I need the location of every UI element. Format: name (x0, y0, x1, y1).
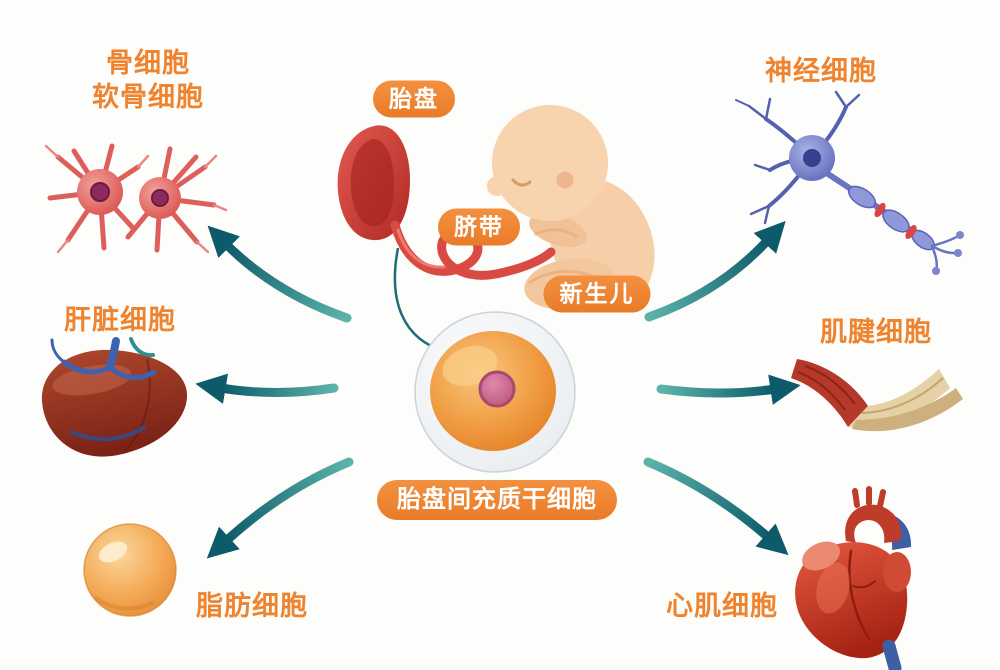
fat-label: 脂肪细胞 (196, 591, 308, 621)
umbilical-cord-badge: 脐带 (438, 208, 520, 246)
stem-cell-illustration (414, 311, 576, 473)
tendon-label: 肌腱细胞 (820, 317, 932, 347)
fetus-eye (511, 178, 532, 187)
liver-label: 肝脏细胞 (64, 305, 176, 335)
liver-illustration (41, 337, 188, 457)
bone-cells-label: 骨细胞 软骨细胞 (92, 46, 204, 114)
bone-cells-label-line1: 骨细胞 (106, 48, 190, 78)
fat-cell-illustration (83, 523, 177, 617)
cardiac-label: 心肌细胞 (666, 591, 778, 621)
arrow-to-heart (643, 457, 789, 556)
arrow-to-nerve (644, 220, 786, 322)
neuron-illustration (735, 90, 964, 275)
bone-cells-illustration (44, 143, 228, 254)
arrow-to-tendon (656, 374, 801, 405)
tendon-illustration (791, 359, 963, 432)
arrow-to-bone-cells (207, 225, 352, 323)
placenta-illustration (337, 125, 556, 280)
nerve-label: 神经细胞 (765, 56, 877, 86)
stem-cell-nucleus (478, 370, 516, 408)
fetus-head (492, 105, 608, 221)
newborn-badge: 新生儿 (543, 275, 651, 313)
stem-cell-badge: 胎盘间充质干细胞 (377, 480, 617, 520)
arrow-to-liver (195, 373, 339, 404)
bone-cells-label-line2: 软骨细胞 (92, 82, 204, 112)
fetus-ear (556, 171, 574, 189)
heart-illustration (795, 486, 912, 670)
placenta-badge: 胎盘 (373, 80, 455, 118)
arrow-to-fat (206, 457, 354, 559)
arrows-group (195, 220, 801, 559)
